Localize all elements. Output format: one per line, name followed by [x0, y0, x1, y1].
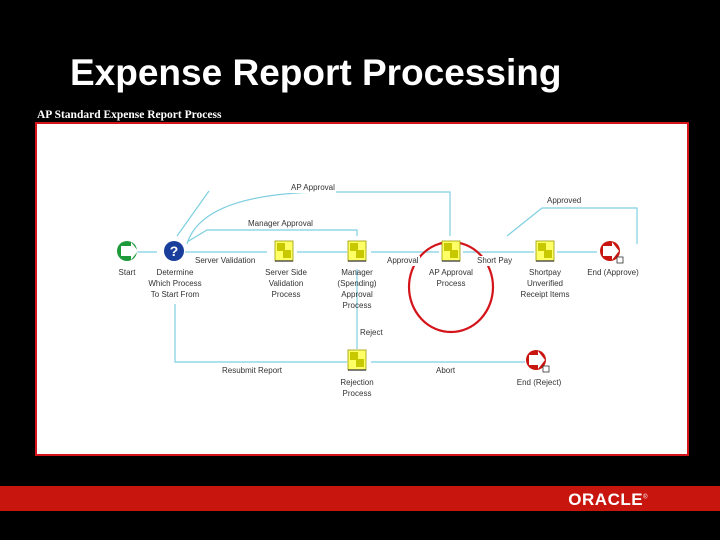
edge-label-resubmit: Resubmit Report — [221, 366, 284, 376]
edge-label-approval: Approval — [386, 256, 420, 266]
node-label-determine: Determine Which Process To Start From — [148, 268, 202, 299]
end-icon — [526, 350, 550, 373]
diagram-canvas: ? — [117, 190, 638, 373]
edge-label-shortpay: Short Pay — [476, 256, 514, 266]
node-label-end-approve: End (Approve) — [587, 268, 639, 277]
node-label-start: Start — [118, 268, 136, 277]
edge-label-abort: Abort — [435, 366, 457, 376]
edge-label-reject: Reject — [359, 328, 384, 338]
edge-approved-in — [506, 207, 638, 244]
edge-label-approved: Approved — [546, 196, 583, 206]
trademark-symbol: ® — [643, 494, 648, 501]
process-icon — [441, 240, 461, 262]
process-icon — [535, 240, 555, 262]
edge-label-server-validation: Server Validation — [194, 256, 257, 266]
edge-ap-approval-in — [186, 191, 451, 245]
diagram-subtitle: AP Standard Expense Report Process — [37, 109, 222, 121]
oracle-logo: ORACLE® — [568, 490, 648, 510]
edge-top-into-determine — [176, 190, 210, 237]
node-label-shortpay: Shortpay Unverified Receipt Items — [520, 268, 570, 299]
footer-bar: ORACLE® — [0, 486, 720, 511]
node-label-end-reject: End (Reject) — [516, 378, 562, 387]
node-label-manager-approval: Manager (Spending) Approval Process — [337, 268, 377, 310]
diagram-panel: ? — [35, 122, 689, 456]
question-icon: ? — [164, 241, 184, 261]
node-label-rejection: Rejection Process — [340, 378, 374, 398]
process-icon — [347, 240, 367, 262]
end-icon — [600, 241, 624, 264]
process-icon — [274, 240, 294, 262]
edge-resubmit — [174, 304, 347, 363]
process-icon — [347, 349, 367, 371]
edge-manager-approval — [186, 229, 358, 243]
slide-title: Expense Report Processing — [70, 52, 562, 93]
start-arrow-icon — [117, 241, 138, 261]
edge-label-manager-approval: Manager Approval — [247, 219, 314, 229]
edge-label-ap-approval: AP Approval — [290, 183, 336, 193]
node-label-ap-approval: AP Approval Process — [429, 268, 473, 288]
oracle-logo-text: ORACLE — [568, 490, 644, 509]
node-label-server-validation: Server Side Validation Process — [265, 268, 307, 299]
svg-text:?: ? — [170, 243, 179, 259]
